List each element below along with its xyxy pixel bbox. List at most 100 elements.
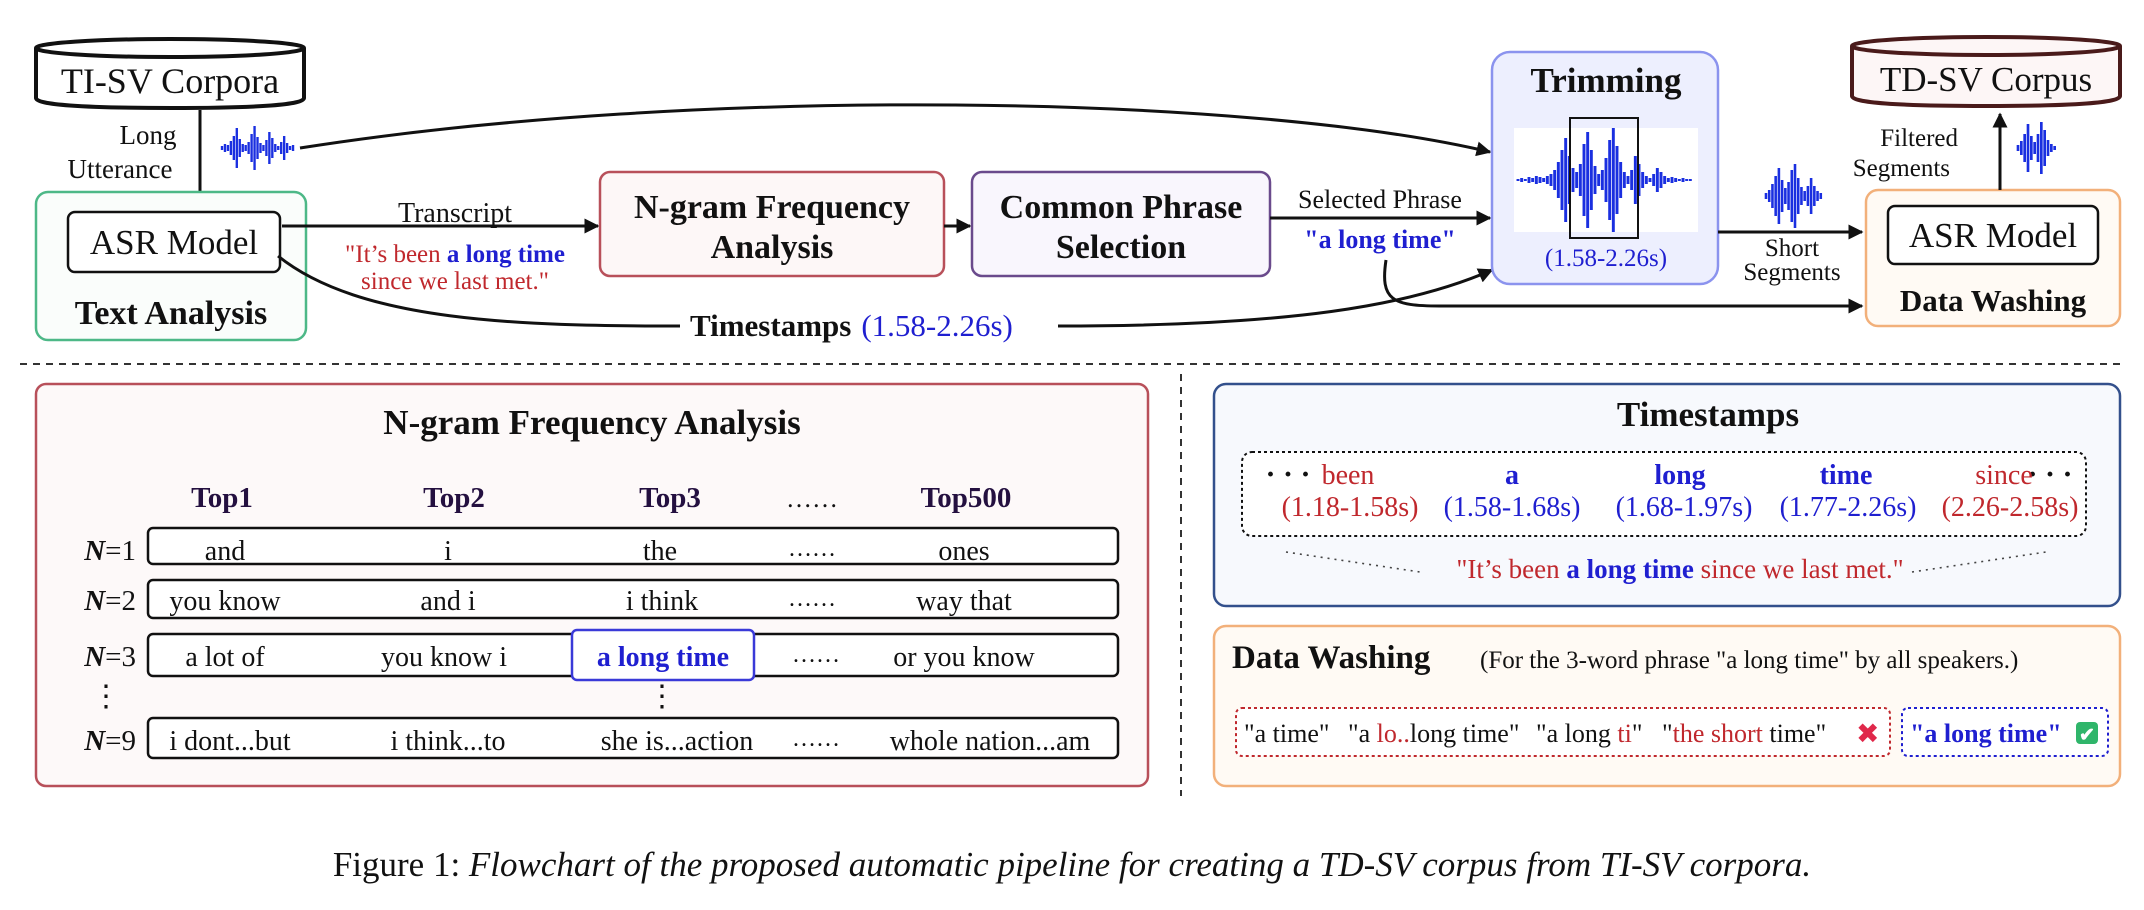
common-phrase-line2: Selection xyxy=(1056,229,1186,266)
ngram-row-2-ellipsis: …… xyxy=(788,586,836,612)
timestamps-sentence: "It’s been a long time since we last met… xyxy=(1456,554,1903,584)
trim-selection-window xyxy=(1569,117,1639,239)
ngram-row-3-cell-1: a lot of xyxy=(185,642,265,673)
ngram-row-2-cell-1: you know xyxy=(169,586,281,617)
ngram-row-1-cell-1: and xyxy=(205,536,245,567)
ts-word-long: long xyxy=(1654,460,1705,491)
filtered-segments-waveform-icon xyxy=(2016,122,2057,174)
ngram-header-top2: Top2 xyxy=(423,482,485,514)
ngram-row-2-cell-3: i think xyxy=(626,586,698,617)
ts-time-long: (1.68-1.97s) xyxy=(1616,492,1753,523)
ngram-row-3-cell-2: you know i xyxy=(381,642,507,673)
short-segments-waveform-icon xyxy=(1764,164,1823,228)
asr-model-label: ASR Model xyxy=(90,223,258,262)
short-segments-line2: Segments xyxy=(1743,259,1840,286)
selected-phrase-value: "a long time" xyxy=(1304,225,1456,254)
selected-phrase-label: Selected Phrase xyxy=(1298,185,1462,214)
ngram-analysis-box xyxy=(598,170,946,278)
asr-model-2-box xyxy=(1886,204,2100,266)
ngram-panel-title: N-gram Frequency Analysis xyxy=(383,403,800,442)
ti-sv-corpora-label: TI-SV Corpora xyxy=(61,61,279,101)
long-utterance-line1: Long xyxy=(120,120,177,150)
ngram-row-1-cell-2: i xyxy=(444,536,452,567)
ngram-header-top3: Top3 xyxy=(639,482,701,514)
ts-word-been: been xyxy=(1322,460,1375,491)
washing-bad-item-3: "a long ti" xyxy=(1536,719,1642,748)
ngram-vdots-left: ⋮ xyxy=(91,680,121,713)
ts-time-a: (1.58-1.68s) xyxy=(1444,492,1581,523)
ngram-row-3-cell-500: or you know xyxy=(893,642,1035,673)
washing-bad-item-2: "a lo..long time" xyxy=(1348,719,1519,748)
ngram-row-9-box xyxy=(146,716,1120,760)
data-washing-label: Data Washing xyxy=(1900,283,2087,318)
long-utterance-line2: Utterance xyxy=(68,154,173,184)
common-phrase-box xyxy=(970,170,1272,278)
filtered-segments-line2: Segments xyxy=(1853,155,1950,182)
timestamps-lead-dots: · · · xyxy=(1265,458,1310,491)
asr-model-box xyxy=(66,210,282,274)
ngram-box-line2: Analysis xyxy=(711,229,834,266)
ts-time-been: (1.18-1.58s) xyxy=(1282,492,1419,523)
washing-bad-item-4: "the short time" xyxy=(1662,719,1826,748)
cross-icon: ✖ xyxy=(1856,719,1879,750)
washing-good-box xyxy=(1901,707,2109,757)
ngram-row-3-label: N=3 xyxy=(83,641,136,673)
ti-sv-corpora-cylinder: TI-SV Corpora xyxy=(34,37,306,111)
td-sv-corpus-cylinder: TD-SV Corpus xyxy=(1850,35,2122,109)
figure-caption: Figure 1: Flowchart of the proposed auto… xyxy=(333,845,1811,884)
trimming-label: Trimming xyxy=(1530,61,1682,100)
timestamps-arrow-left xyxy=(277,254,681,328)
ngram-row-1-box xyxy=(146,526,1120,566)
ngram-row-9-label: N=9 xyxy=(83,725,136,757)
timestamps-trail-dots: · · · xyxy=(2027,458,2072,491)
washing-good-item: "a long time" xyxy=(1910,719,2062,748)
timestamps-arrow-right xyxy=(1057,268,1494,328)
ngram-header-top500: Top500 xyxy=(921,482,1012,514)
ngram-row-2-label: N=2 xyxy=(83,585,136,617)
ngram-row-1-label: N=1 xyxy=(83,535,136,567)
ngram-row-2-cell-500: way that xyxy=(916,586,1012,617)
text-analysis-label: Text Analysis xyxy=(75,295,267,332)
ngram-row-9-ellipsis: …… xyxy=(792,726,840,752)
td-sv-corpus-label: TD-SV Corpus xyxy=(1880,60,2092,99)
timestamps-panel-title: Timestamps xyxy=(1617,395,1799,434)
washing-bad-box xyxy=(1235,707,1891,757)
ngram-row-3-ellipsis: …… xyxy=(792,642,840,668)
trimming-waveform-icon xyxy=(1516,128,1692,232)
asr-model-2-label: ASR Model xyxy=(1909,216,2077,255)
ngram-row-9-cell-500: whole nation...am xyxy=(890,726,1091,757)
washing-panel-note: (For the 3-word phrase "a long time" by … xyxy=(1480,647,2018,674)
ngram-row-1-cell-500: ones xyxy=(938,536,989,567)
highlighted-phrase-box xyxy=(570,628,756,682)
ngram-vdots-middle: ⋮ xyxy=(647,680,677,713)
ngram-row-3-cell-3: a long time xyxy=(597,642,729,673)
ngram-row-9-cell-1: i dont...but xyxy=(169,726,291,757)
trim-range-label: (1.58-2.26s) xyxy=(1545,245,1667,272)
ts-word-a: a xyxy=(1505,460,1519,491)
ngram-row-2-box xyxy=(146,578,1120,620)
timestamps-word-box xyxy=(1241,451,2087,537)
washing-panel-title: Data Washing xyxy=(1232,640,1431,676)
transcript-line2: since we last met." xyxy=(361,268,549,295)
check-icon: ✔ xyxy=(2079,725,2095,746)
check-icon-bg xyxy=(2076,722,2098,744)
common-phrase-line1: Common Phrase xyxy=(1000,189,1243,226)
short-segments-line1: Short xyxy=(1765,235,1819,262)
transcript-label: Transcript xyxy=(398,198,512,229)
timestamps-flow-label: Timestamps(1.58-2.26s) xyxy=(690,308,1013,343)
timestamps-dotted-right xyxy=(1911,551,2047,573)
filtered-segments-line1: Filtered xyxy=(1880,125,1958,152)
ngram-box-line1: N-gram Frequency xyxy=(634,189,910,226)
washing-bad-item-1: "a time" xyxy=(1244,719,1329,748)
long-utterance-waveform-icon xyxy=(220,126,295,170)
utterance-to-trimming-arrow xyxy=(299,103,1492,157)
transcript-line1: "It’s been a long time xyxy=(345,241,565,268)
ngram-row-1-ellipsis: …… xyxy=(788,536,836,562)
ngram-row-9-cell-3: she is...action xyxy=(601,726,753,757)
ngram-row-9-cell-2: i think...to xyxy=(390,726,505,757)
ts-time-since: (2.26-2.58s) xyxy=(1942,492,2079,523)
timestamps-dotted-left xyxy=(1285,551,1421,573)
ts-word-since: since xyxy=(1975,460,2033,491)
ts-word-time: time xyxy=(1820,460,1873,491)
